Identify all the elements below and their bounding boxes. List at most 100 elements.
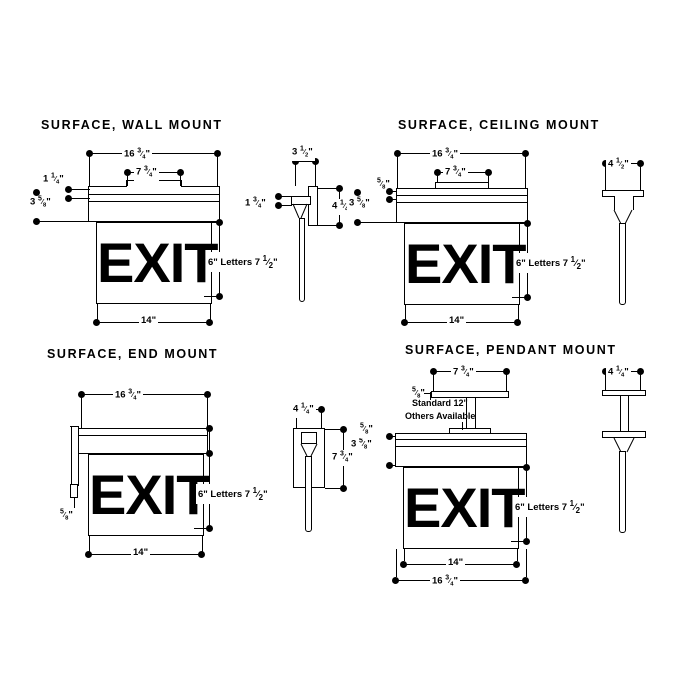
end-side-dim-right-dot-bottom (340, 485, 347, 492)
panel-title-end-mount: SURFACE, END MOUNT (47, 347, 219, 361)
pendant-dim-right-label: 6" Letters 7 1⁄2" (513, 497, 587, 518)
ceiling-dim-left-upper-dot-a (386, 188, 393, 195)
wall-side-taper-svg (292, 203, 308, 219)
wall-dim-right-dot-bottom (216, 293, 223, 300)
wall-side-blade (299, 218, 305, 302)
pendant-dim-bottom-overall-dot-right (522, 577, 529, 584)
end-dim-bottom-label: 14" (131, 547, 151, 558)
end-housing-seam (79, 435, 207, 436)
pendant-drop-stem (466, 398, 476, 432)
ceiling-dim-left-lower-dot-a (354, 189, 361, 196)
ceiling-dim-bottom-label: 14" (447, 315, 467, 326)
wall-side-dim-top-ext-left (295, 161, 296, 186)
wall-dim-top-inner-ext-right (180, 172, 181, 186)
wall-side-dim-top-label: 3 1⁄2" (290, 145, 315, 161)
ceiling-dim-top-overall-line (398, 153, 526, 154)
wall-side-dim-left-label: 1 3⁄4" (243, 196, 268, 212)
ceiling-dim-top-overall-ext-left (397, 153, 398, 188)
ceiling-dim-left-upper-line-b (390, 199, 397, 200)
panel-ceiling-mount: SURFACE, CEILING MOUNT EXIT 16 3⁄4" 7 3⁄… (347, 0, 700, 340)
pendant-dim-canopy-tick (430, 392, 431, 400)
ceiling-dim-bottom-ext-left (405, 305, 406, 321)
pendant-dim-bottom-overall-ext-left (396, 549, 397, 577)
end-dim-top-label: 16 3⁄4" (113, 388, 144, 404)
pendant-dim-right-dot-bottom (523, 538, 530, 545)
pendant-dim-top-inner-ext-right (506, 371, 507, 391)
pendant-side-dim-top-ext-right (640, 371, 641, 390)
end-side-dim-top-label: 4 1⁄4" (291, 402, 316, 418)
wall-exit-text: EXIT (97, 231, 218, 294)
wall-side-taper (292, 203, 308, 219)
pendant-dim-bottom-inner-ext-right (517, 549, 518, 561)
end-dim-top-ext-left (81, 394, 82, 428)
ceiling-dim-right-label: 6" Letters 7 1⁄2" (514, 253, 588, 274)
pendant-note-tick (462, 422, 463, 430)
pendant-dim-left-lower-label: 5⁄8" (358, 422, 375, 438)
ceiling-dim-right-dot-bottom (524, 294, 531, 301)
ceiling-side-taper (613, 209, 633, 225)
ceiling-dim-right-leader-top (512, 223, 526, 224)
wall-dim-top-overall-line (90, 153, 218, 154)
wall-dim-right-leader-bottom (204, 296, 218, 297)
pendant-dim-right-leader-top (511, 467, 525, 468)
pendant-dim-canopy-thickness-label: 5⁄8" (410, 386, 427, 402)
pendant-dim-bottom-inner-dot-right (513, 561, 520, 568)
wall-dim-left-lower-label: 3 5⁄8" (28, 195, 53, 211)
end-dim-right-dot-bottom (206, 525, 213, 532)
ceiling-dim-top-inner-ext-left (437, 172, 438, 183)
end-exit-text: EXIT (89, 463, 210, 526)
end-side-blade (305, 456, 312, 532)
pendant-dim-bottom-overall-line (396, 580, 526, 581)
pendant-ceiling-canopy (431, 391, 509, 398)
wall-dim-left-upper-line (70, 189, 90, 190)
end-side-stem (71, 426, 79, 486)
pendant-side-dim-top-label: 4 1⁄4" (606, 365, 631, 381)
wall-dim-top-inner-ext-left (127, 172, 128, 186)
pendant-dim-right-leader-bottom (511, 541, 525, 542)
end-side-dim-top-ext-left (296, 409, 297, 428)
end-stem-tail (74, 498, 75, 508)
pendant-dim-bottom-overall-label: 16 3⁄4" (430, 574, 461, 590)
pendant-exit-text: EXIT (404, 476, 525, 539)
pendant-dim-left-upper-label: 3 5⁄8" (349, 437, 374, 453)
end-side-innerbox (301, 432, 317, 444)
panel-title-ceiling-mount: SURFACE, CEILING MOUNT (398, 118, 600, 132)
wall-canopy-riser (126, 180, 182, 187)
wall-side-dim-left-dot-a (275, 193, 282, 200)
ceiling-side-dim-top-ext-left (605, 163, 606, 190)
ceiling-dim-left-upper-line-a (390, 191, 397, 192)
end-dim-right-line (209, 428, 210, 528)
pendant-dim-canopy-leader (424, 393, 432, 394)
panel-wall-mount: SURFACE, WALL MOUNT EXIT 16 3⁄4" 7 3⁄4" … (0, 0, 355, 340)
wall-dim-left-lower-line (37, 221, 89, 222)
wall-side-dim-left-dot-b (275, 202, 282, 209)
pendant-dim-left-upper-dot-a (386, 433, 393, 440)
wall-dim-bottom-ext-left (97, 304, 98, 320)
wall-dim-top-overall-ext-left (89, 153, 90, 186)
wall-side-dim-top-line (296, 161, 316, 162)
end-side-taper-svg (300, 443, 318, 457)
pendant-dim-top-inner-label: 7 3⁄4" (451, 365, 476, 381)
end-side-taper (300, 443, 318, 457)
ceiling-canopy-riser (435, 182, 489, 189)
ceiling-sign-face: EXIT (404, 223, 526, 305)
ceiling-dim-left-lower-dot-b (354, 219, 361, 226)
end-dim-bottom-dot-right (198, 551, 205, 558)
ceiling-dim-left-lower-label: 3 5⁄8" (347, 196, 372, 212)
pendant-side-stem (620, 396, 629, 432)
end-dim-right-leader-top (194, 453, 208, 454)
wall-dim-right-leader-top (204, 222, 218, 223)
wall-side-dim-right-leader-top (318, 188, 338, 189)
ceiling-dim-top-overall-label: 16 3⁄4" (430, 147, 461, 163)
end-stem-fitting (70, 484, 78, 498)
ceiling-dim-bottom-ext-right (518, 305, 519, 321)
wall-dim-top-overall-ext-right (217, 153, 218, 186)
end-stem-cap (70, 426, 78, 427)
wall-dim-left-lower-dot-a (33, 189, 40, 196)
panel-pendant-mount: SURFACE, PENDANT MOUNT EXIT 7 3⁄4" 5⁄8" … (349, 340, 700, 600)
end-dim-right-leader-bottom (194, 528, 208, 529)
wall-side-dim-right-leader-bottom (318, 225, 338, 226)
pendant-dim-top-inner-ext-left (433, 371, 434, 391)
ceiling-side-blade (619, 223, 626, 305)
